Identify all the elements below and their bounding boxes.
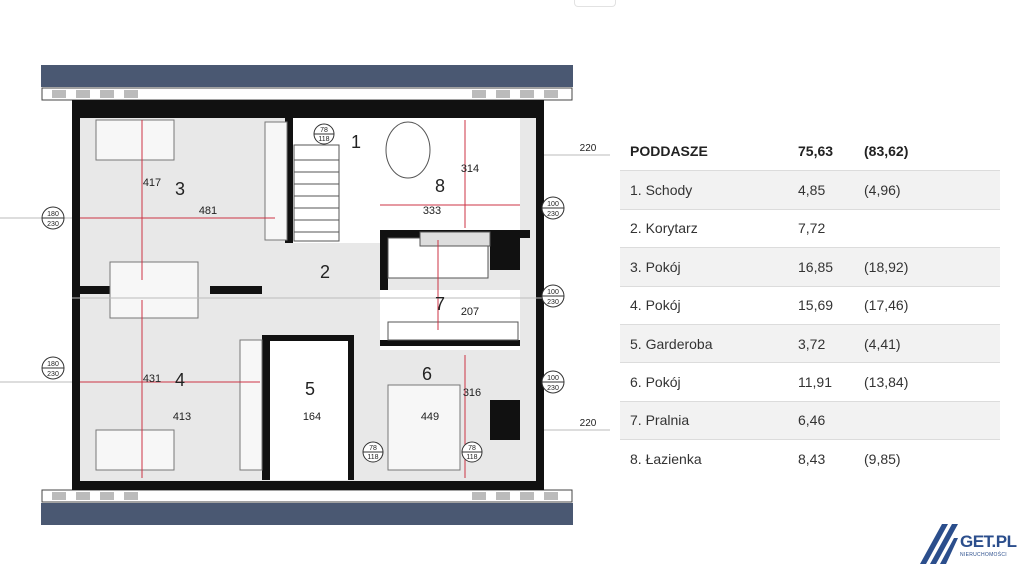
row-name: 2. Korytarz	[630, 220, 698, 237]
row-name: 6. Pokój	[630, 374, 681, 391]
roof-bottom-band	[41, 503, 573, 525]
side-markers	[41, 123, 565, 463]
table-row: 6. Pokój 11,91 (13,84)	[620, 362, 1000, 400]
table-row: 1. Schody 4,85 (4,96)	[620, 170, 1000, 209]
row-area: 7,72	[798, 220, 826, 237]
dimension-labels: 481 417 333 314 207 431 413 164 449 316	[143, 163, 481, 423]
table-row: 2. Korytarz 7,72	[620, 208, 1000, 247]
dim-207: 207	[461, 306, 479, 318]
marker-right-3b: 230	[547, 385, 559, 392]
row-total: (4,41)	[864, 335, 901, 352]
dim-164: 164	[303, 411, 321, 423]
header-total: (83,62)	[864, 143, 909, 160]
marker-left-top-a: 180	[47, 211, 59, 218]
dim-417: 417	[143, 177, 161, 189]
dim-314: 314	[461, 163, 479, 175]
dim-431: 431	[143, 373, 161, 385]
top-tab	[574, 0, 616, 7]
furniture	[95, 119, 461, 471]
dimension-lines	[80, 120, 520, 478]
window-br-b: 118	[466, 454, 477, 461]
row-area: 3,72	[798, 335, 826, 352]
row-area: 6,46	[798, 412, 826, 429]
dim-413: 413	[173, 411, 191, 423]
area-table: PODDASZE 75,63 (83,62) 1. Schody 4,85 (4…	[620, 132, 1000, 478]
row-total: (18,92)	[864, 258, 909, 275]
row-name: 1. Schody	[630, 182, 693, 199]
row-area: 11,91	[798, 374, 832, 391]
stair-area	[290, 118, 380, 243]
room-5-number: 5	[305, 379, 315, 399]
header-name: PODDASZE	[630, 143, 708, 160]
room-6-number: 6	[422, 364, 432, 384]
marker-left-top-b: 230	[47, 221, 59, 228]
window-bot-a: 78	[369, 445, 377, 452]
room-4-number: 4	[175, 370, 185, 390]
dim-449: 449	[421, 411, 439, 423]
row-total: (4,96)	[864, 182, 901, 199]
floor-plan: 1 2 3 4 5 6 7 8 481 417 333 314 207 431 …	[0, 65, 610, 525]
marker-left-bot-b: 230	[47, 371, 59, 378]
stairs	[293, 144, 340, 242]
dim-316: 316	[463, 387, 481, 399]
row-area: 16,85	[798, 258, 834, 275]
header-area: 75,63	[798, 143, 834, 160]
window-top-b: 118	[318, 136, 329, 143]
logo-stripes-icon	[920, 524, 958, 564]
room-8-number: 8	[435, 176, 445, 196]
window-br-a: 78	[468, 445, 476, 452]
height-220-top: 220	[580, 143, 597, 154]
eave-ticks	[52, 90, 558, 500]
table-row: 3. Pokój 16,85 (18,92)	[620, 247, 1000, 286]
reference-lines	[0, 154, 610, 431]
row-total: (9,85)	[864, 450, 901, 467]
table-header: PODDASZE 75,63 (83,62)	[620, 132, 1000, 170]
table-row: 7. Pralnia 6,46	[620, 400, 1000, 440]
floor-plan-drawing: 1 2 3 4 5 6 7 8 481 417 333 314 207 431 …	[0, 65, 610, 525]
dim-333: 333	[423, 205, 441, 217]
dim-481: 481	[199, 205, 217, 217]
table-row: 5. Garderoba 3,72 (4,41)	[620, 323, 1000, 363]
table-row: 8. Łazienka 8,43 (9,85)	[620, 439, 1000, 477]
marker-right-1b: 230	[547, 211, 559, 218]
marker-labels: 180 230 180 230 100 230 100 230 100 230 …	[47, 127, 559, 461]
window-bot-b: 118	[367, 454, 378, 461]
row-name: 5. Garderoba	[630, 335, 713, 352]
logo-text: GET.PL	[960, 532, 1017, 551]
marker-right-3a: 100	[547, 375, 559, 382]
room-7-number: 7	[435, 294, 445, 314]
getpl-logo[interactable]: GET.PL NIERUCHOMOŚCI	[918, 520, 1018, 566]
window-top-a: 78	[320, 127, 328, 134]
row-total: (17,46)	[864, 297, 909, 314]
room-3-number: 3	[175, 179, 185, 199]
row-name: 7. Pralnia	[630, 412, 690, 429]
row-total: (13,84)	[864, 374, 909, 391]
room-1-number: 1	[351, 132, 361, 152]
room-2-number: 2	[320, 262, 330, 282]
table-row: 4. Pokój 15,69 (17,46)	[620, 285, 1000, 324]
row-area: 8,43	[798, 450, 826, 467]
room-numbers: 1 2 3 4 5 6 7 8	[175, 132, 445, 399]
height-labels: 220 220	[580, 143, 597, 429]
row-name: 8. Łazienka	[630, 450, 702, 467]
marker-right-2a: 100	[547, 289, 559, 296]
marker-right-1a: 100	[547, 201, 559, 208]
row-name: 4. Pokój	[630, 297, 681, 314]
wardrobe-area	[270, 340, 350, 480]
height-220-bottom: 220	[580, 418, 597, 429]
roof-top-band	[41, 65, 573, 87]
logo-subtext: NIERUCHOMOŚCI	[960, 552, 1007, 558]
row-area: 4,85	[798, 182, 826, 199]
bathtub	[385, 121, 431, 179]
row-area: 15,69	[798, 297, 834, 314]
marker-right-2b: 230	[547, 299, 559, 306]
marker-left-bot-a: 180	[47, 361, 59, 368]
row-name: 3. Pokój	[630, 258, 681, 275]
